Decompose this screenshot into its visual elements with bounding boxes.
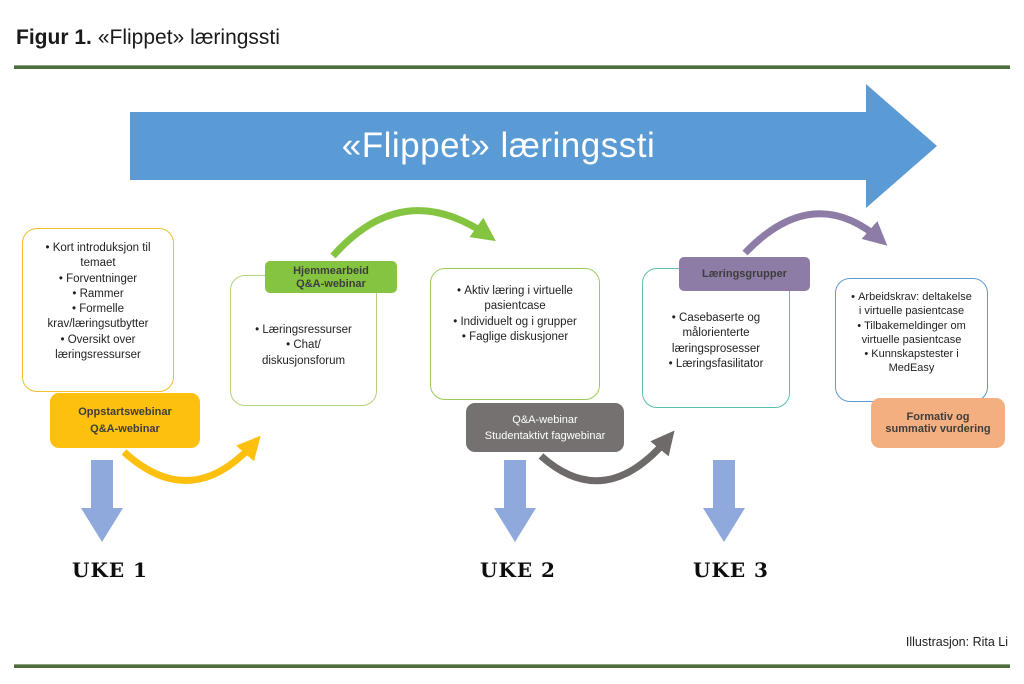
- label-line: Q&A-webinar: [512, 413, 578, 426]
- label-line: Q&A-webinar: [90, 423, 160, 435]
- figure-title-text: «Flippet» læringssti: [97, 26, 280, 49]
- bullet-item: Forventninger: [29, 272, 167, 287]
- stage5-content-box: Arbeidskrav: deltakelse i virtuelle pasi…: [835, 278, 988, 402]
- curved-arrow-green: [330, 207, 496, 259]
- bullet-item: Faglige diskusjoner: [439, 330, 591, 345]
- bullet-item: Arbeidskrav: deltakelse i virtuelle pasi…: [850, 290, 973, 319]
- down-arrow-week1: [81, 460, 123, 542]
- stage1-content-box: Kort introduksjon til temaetForventninge…: [22, 228, 174, 392]
- bullet-item: Rammer: [29, 287, 167, 302]
- bullet-item: Oversikt over læringsressurser: [29, 333, 167, 364]
- bullet-item: Læringsfasilitator: [650, 357, 782, 372]
- bullet-item: Individuelt og i grupper: [439, 315, 591, 330]
- figure-number: Figur 1.: [16, 26, 92, 49]
- stage5-label-vurdering: Formativ og summativ vurdering: [871, 398, 1005, 448]
- label-line: Hjemmearbeid: [293, 264, 369, 277]
- banner-title: «Flippet» læringssti: [341, 126, 656, 165]
- down-arrow-week3: [703, 460, 745, 542]
- bullet-item: Aktiv læring i virtuelle pasientcase: [439, 284, 591, 315]
- bullet-item: Læringsressurser: [237, 323, 370, 338]
- bullet-item: Chat/ diskusjonsforum: [237, 338, 370, 369]
- bullet-item: Kunnskapstester i MedEasy: [850, 347, 973, 376]
- bottom-divider-line: [14, 664, 1010, 668]
- bullet-item: Casebaserte og målorienterte læringspros…: [650, 311, 782, 357]
- illustration-credit: Illustrasjon: Rita Li: [905, 635, 1008, 649]
- curved-arrow-yellow: [121, 435, 261, 484]
- label-line: Oppstartswebinar: [78, 406, 172, 418]
- stage3-content-box: Aktiv læring i virtuelle pasientcaseIndi…: [430, 268, 600, 400]
- down-arrow-week2: [494, 460, 536, 542]
- week3-label: UKE 3: [693, 558, 769, 582]
- label-line: Formativ og summativ vurdering: [885, 411, 991, 435]
- figure-caption: Figur 1.«Flippet» læringssti: [16, 26, 280, 50]
- stage4-label-laeringsgrupper: Læringsgrupper: [679, 257, 810, 291]
- stage2-content-box: LæringsressurserChat/ diskusjonsforum: [230, 275, 377, 406]
- week1-label: UKE 1: [72, 558, 148, 582]
- top-divider-line: [14, 65, 1010, 69]
- curved-arrow-gray: [538, 430, 675, 485]
- label-line: Læringsgrupper: [702, 268, 787, 280]
- bullet-item: Tilbakemeldinger om virtuelle pasientcas…: [850, 319, 973, 348]
- label-line: Studentaktivt fagwebinar: [484, 429, 606, 442]
- curved-arrow-purple: [742, 210, 888, 256]
- banner-right-arrow: [130, 84, 937, 208]
- bullet-item: Kort introduksjon til temaet: [29, 241, 167, 272]
- label-line: Q&A-webinar: [296, 277, 366, 290]
- stage4-content-box: Casebaserte og målorienterte læringspros…: [642, 268, 790, 408]
- week2-label: UKE 2: [480, 558, 556, 582]
- bullet-item: Formelle krav/læringsutbytter: [29, 302, 167, 333]
